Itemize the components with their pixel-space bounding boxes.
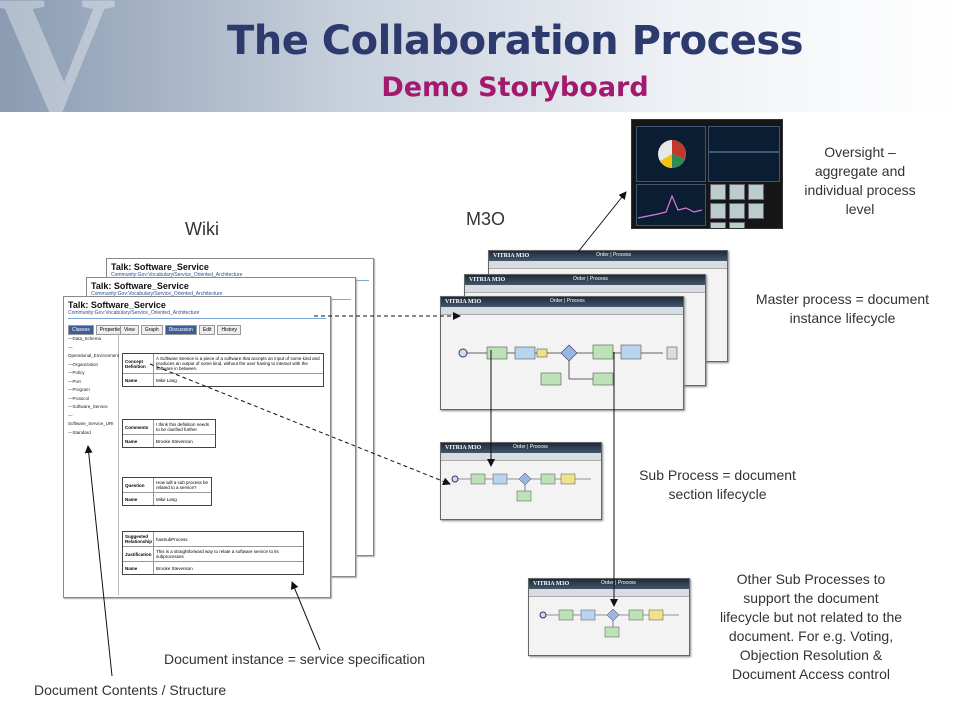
pie-chart-icon <box>658 140 686 168</box>
other-subprocess-flow <box>539 608 679 638</box>
document-instance-label: Document instance = service specificatio… <box>164 651 426 667</box>
tree-item[interactable]: —Data_Schema <box>68 336 102 341</box>
tab-discussion[interactable]: Discussion <box>164 325 197 335</box>
master-process-flow <box>458 344 678 386</box>
tab-graph[interactable]: Graph <box>140 325 163 335</box>
class-tree: —Data_Schema —Operational_Environment —O… <box>68 335 120 437</box>
tree-item[interactable]: —Protocol <box>68 395 90 401</box>
tree-item[interactable]: —Policy <box>68 370 85 375</box>
page-subtitle: Demo Storyboard <box>381 72 649 103</box>
tree-item[interactable]: —Software_Service_URI <box>68 412 114 427</box>
document-contents-arrow <box>84 445 113 677</box>
document-contents-label: Document Contents / Structure <box>34 682 227 698</box>
master-to-oversight-arrow <box>577 191 627 253</box>
tab-edit[interactable]: Edit <box>198 325 216 335</box>
wiki-to-subprocess-arrow <box>149 363 451 486</box>
tab-view[interactable]: View <box>120 325 139 335</box>
tree-item[interactable]: —Organization <box>68 361 99 367</box>
vitria-logo-icon: V <box>0 0 117 149</box>
tab-classes[interactable]: Classes <box>68 325 94 335</box>
tab-history[interactable]: History <box>217 325 242 335</box>
wiki-label: Wiki <box>185 219 219 239</box>
line-chart-icon <box>638 194 702 219</box>
tree-item[interactable]: —Standard <box>68 429 91 435</box>
header-banner: V <box>0 0 960 140</box>
wiki-page-front: Talk: Software_Service Community:Gov:Voc… <box>63 296 331 598</box>
oversight-dashboard-screenshot <box>631 119 783 229</box>
tree-item[interactable]: —Software_Service <box>68 404 108 409</box>
m3o-label: M3O <box>466 209 506 229</box>
tree-item[interactable]: —Port <box>68 378 81 384</box>
tree-item[interactable]: —Program <box>68 387 90 392</box>
page-title: The Collaboration Process <box>226 18 804 64</box>
tree-item[interactable]: —Operational_Environment <box>68 344 120 359</box>
document-instance-arrow <box>290 581 321 651</box>
subprocess-flow <box>451 472 591 502</box>
